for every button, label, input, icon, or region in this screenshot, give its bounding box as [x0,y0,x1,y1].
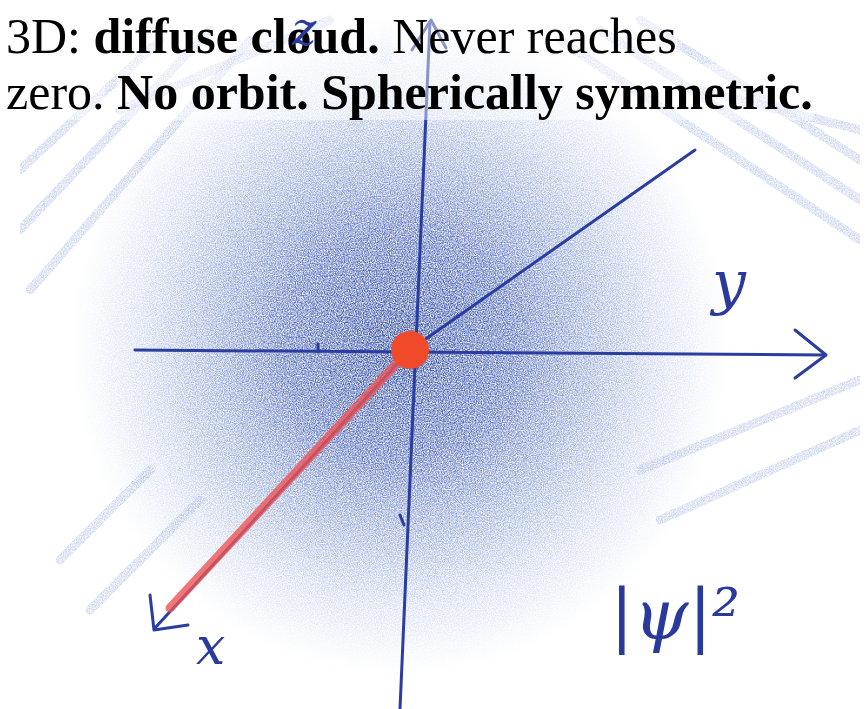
y-axis [135,350,825,355]
axes [135,20,826,709]
axis-label: y [712,252,746,312]
diffuse-cloud [20,15,860,675]
axis-label: x [196,620,225,672]
note-text: diffuse cloud. [94,8,380,64]
slide-text: 3D:diffuse cloud.Never reaches zero.No o… [6,8,856,120]
x-axis-front [155,350,410,628]
note-text: No orbit. Spherically symmetric. [117,64,813,120]
axis-label: z [292,6,316,52]
nucleus-dot [391,331,429,369]
x-axis-back [410,150,695,350]
note-text: 3D: [6,8,81,64]
tick [400,515,404,525]
density-symbol: |ψ|² [610,580,740,650]
tick [317,344,320,352]
y-arrowhead [795,330,826,378]
x-axis-highlight [170,360,400,608]
